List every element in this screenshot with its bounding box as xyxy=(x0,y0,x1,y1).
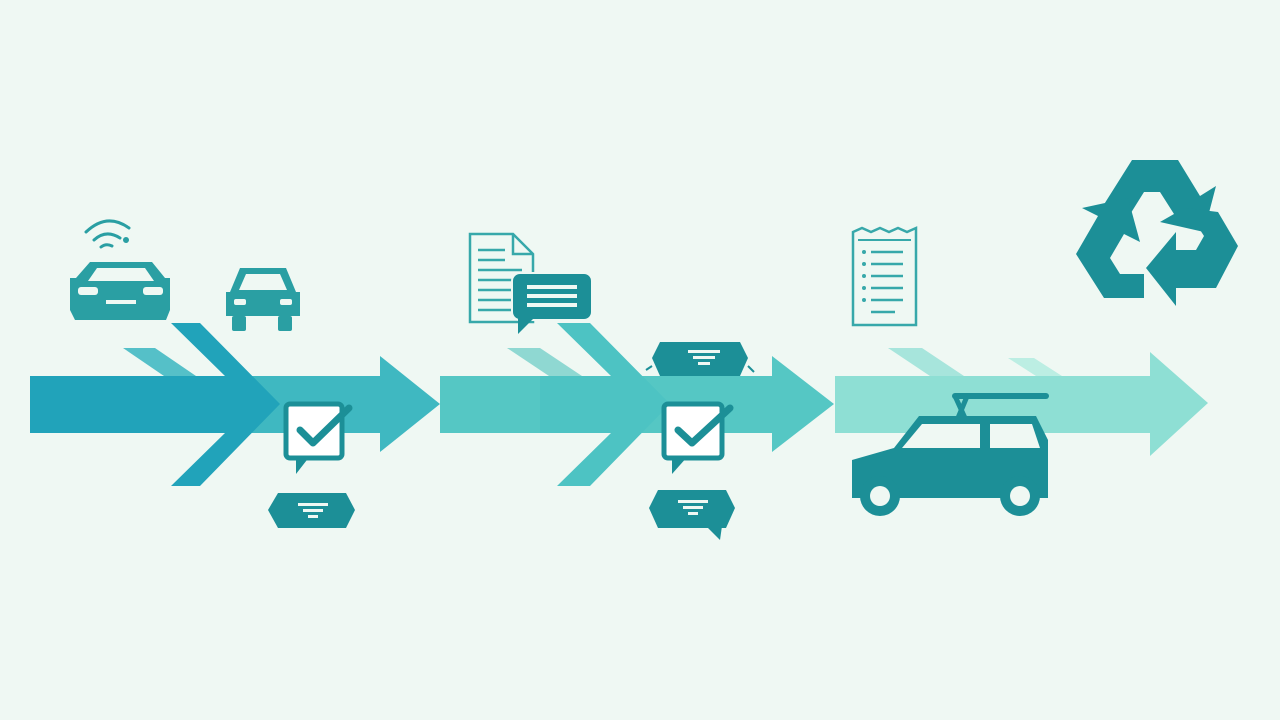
message-tag-icon xyxy=(268,493,355,528)
tow-truck-icon xyxy=(852,393,1049,516)
connected-car-icon xyxy=(70,219,170,320)
message-tag-icon xyxy=(649,490,735,540)
chevron-marker-2 xyxy=(507,348,582,376)
approval-check-bubble-icon xyxy=(283,401,353,474)
car-rear-icon xyxy=(226,268,300,331)
chevron-arrow-1 xyxy=(30,323,280,486)
message-tag-icon xyxy=(645,342,755,376)
chevron-marker-3 xyxy=(888,348,964,376)
chevron-arrow-2 xyxy=(540,323,670,486)
chevron-marker-4 xyxy=(1008,358,1062,376)
chat-bubble-icon xyxy=(511,272,593,334)
checklist-icon xyxy=(851,226,918,327)
recycle-icon xyxy=(1076,160,1238,306)
approval-check-bubble-icon xyxy=(661,401,734,474)
chevron-marker-1 xyxy=(123,348,196,376)
